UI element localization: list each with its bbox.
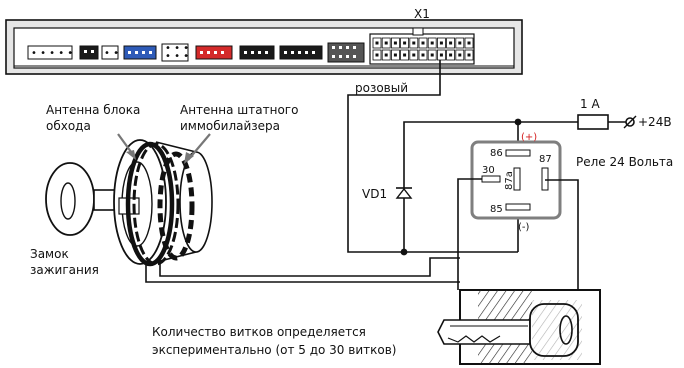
bypass-antenna-coil (125, 141, 175, 267)
antenna-bypass-label-2: обхода (46, 119, 91, 133)
svg-text:• • •: • • • (165, 43, 189, 54)
relay-pin-30: 30 (482, 165, 495, 176)
antenna-immo-label-1: Антенна штатного (180, 103, 298, 117)
relay-pin-86: 86 (490, 148, 503, 159)
x1-pin-contact (458, 53, 462, 57)
note-line-1: Количество витков определяется (152, 325, 366, 339)
connector-x1 (369, 27, 475, 65)
x1-pin-contact (430, 53, 434, 57)
supply-terminal (623, 115, 637, 129)
connector-white-1: • • • • • (27, 45, 73, 60)
x1-pin-contact (439, 53, 443, 57)
diode-vd1 (395, 187, 413, 199)
x1-pin-contact (403, 53, 407, 57)
x1-pin-contact (467, 41, 471, 45)
relay-pin-87a: 87a (504, 171, 515, 190)
coil-wire-2 (159, 257, 460, 277)
x1-pin-contact (375, 53, 379, 57)
connector-white-3: • • • • • • (161, 43, 189, 62)
x1-label: X1 (414, 7, 430, 21)
relay-label: Реле 24 Вольта (576, 155, 673, 169)
x1-pin-contact (384, 41, 388, 45)
x1-pin-contact (393, 53, 397, 57)
x1-pin-contact (403, 41, 407, 45)
svg-text:• •: • • (104, 48, 119, 59)
x1-pin-contact (421, 41, 425, 45)
connector-blue (123, 45, 157, 60)
x1-pin-contact (449, 41, 453, 45)
x1-pin-contact (458, 41, 462, 45)
ignition-lock (45, 133, 213, 267)
relay-pin-85: 85 (490, 204, 503, 215)
relay-pin-87: 87 (539, 154, 552, 165)
connector-black-2 (239, 45, 275, 60)
ignition-label-1: Замок (30, 247, 69, 261)
coil-wire-1 (145, 264, 460, 283)
x1-pin-contact (449, 53, 453, 57)
svg-text:• • •: • • • (165, 51, 189, 62)
diode-label: VD1 (362, 187, 387, 201)
x1-pin-contact (421, 53, 425, 57)
note-line-2: экспериментально (от 5 до 30 витков) (152, 343, 396, 357)
ignition-label-2: зажигания (30, 263, 99, 277)
connector-red (195, 45, 233, 60)
key-coil-box (437, 289, 601, 365)
junction-dot-1 (514, 118, 522, 126)
immobilizer-antenna-coil (157, 151, 195, 261)
fuse-label: 1 А (580, 97, 600, 111)
x1-pin-contact (430, 41, 434, 45)
x1-pin-contact (393, 41, 397, 45)
svg-text:• • • • •: • • • • • (31, 48, 73, 59)
junction-dot-2 (400, 248, 408, 256)
relay (470, 140, 562, 220)
antenna-immo-label-2: иммобилайзера (180, 119, 280, 133)
control-unit: • • • • • • • • • • • • • (5, 19, 523, 75)
x1-pin-contact (412, 53, 416, 57)
pink-wire-label: розовый (355, 81, 408, 95)
connector-black-3 (279, 45, 323, 60)
relay-minus-label: (-) (518, 222, 530, 233)
antenna-bypass-label-1: Антенна блока (46, 103, 140, 117)
relay-plus-label: (+) (521, 132, 537, 143)
connector-grey (327, 42, 365, 63)
connector-black-1 (79, 45, 99, 60)
x1-pin-contact (467, 53, 471, 57)
fuse (577, 114, 609, 130)
wire-87 (545, 179, 579, 290)
connector-white-2: • • (101, 45, 119, 60)
x1-pin-contact (439, 41, 443, 45)
x1-pin-contact (375, 41, 379, 45)
x1-pin-contact (412, 41, 416, 45)
pink-wire (347, 60, 441, 253)
wire-30 (457, 178, 482, 290)
x1-pin-contact (384, 53, 388, 57)
supply-label: +24В (638, 115, 672, 129)
